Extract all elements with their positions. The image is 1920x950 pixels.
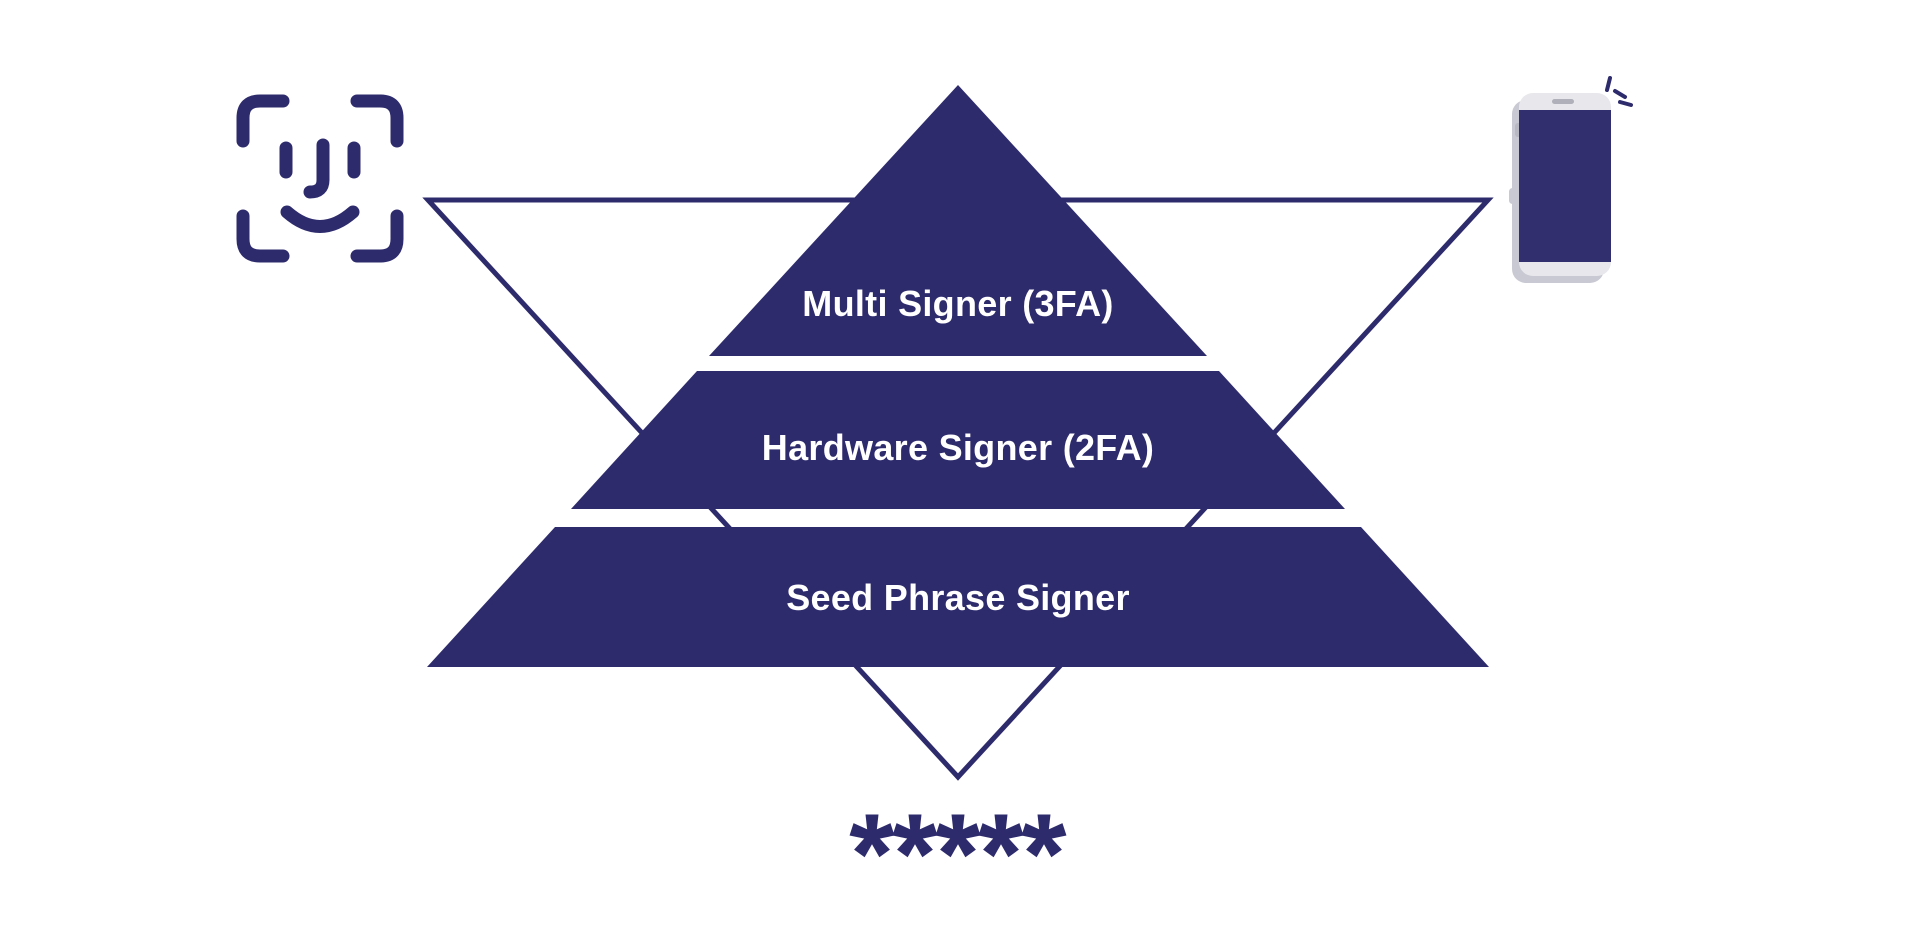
phone-screen <box>1519 110 1611 262</box>
tier-label-hardware-signer: Hardware Signer (2FA) <box>762 427 1154 468</box>
asterisk-icon <box>1021 814 1067 858</box>
face-id-icon <box>236 94 404 263</box>
asterisk-icon <box>978 814 1024 858</box>
smartphone-icon <box>1509 76 1633 283</box>
face-id-nose <box>303 138 330 199</box>
asterisk-icon <box>935 814 981 858</box>
passcode-asterisks <box>849 814 1067 858</box>
pyramid-tier-multi-signer <box>709 85 1207 356</box>
tier-label-seed-phrase-signer: Seed Phrase Signer <box>786 577 1130 618</box>
pyramid-tier-hardware-signer <box>571 371 1345 509</box>
face-id-smile <box>280 205 360 233</box>
asterisk-icon <box>849 814 895 858</box>
tier-label-multi-signer: Multi Signer (3FA) <box>802 283 1113 324</box>
asterisk-icon <box>892 814 938 858</box>
phone-notification-ticks <box>1605 76 1633 107</box>
pyramid-tier-seed-phrase-signer <box>427 527 1489 667</box>
phone-speaker <box>1552 99 1574 104</box>
